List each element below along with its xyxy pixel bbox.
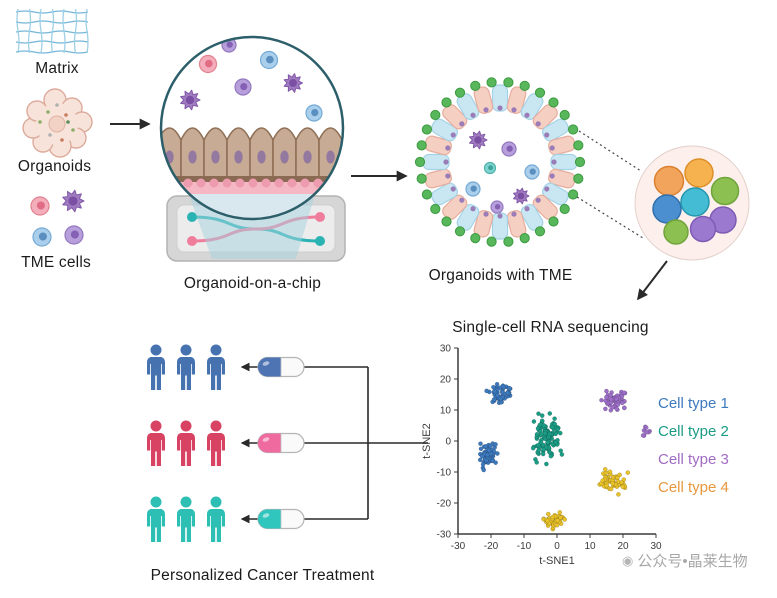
capsule-icon bbox=[257, 508, 305, 530]
organoid-with-tme-illustration bbox=[414, 77, 586, 247]
treatment-flow bbox=[147, 344, 428, 542]
x-tick-label: 30 bbox=[650, 541, 662, 552]
matrix-label: Matrix bbox=[35, 60, 79, 77]
treatment-label: Personalized Cancer Treatment bbox=[150, 567, 375, 584]
person-icon bbox=[177, 496, 195, 542]
y-tick-label: -10 bbox=[437, 468, 452, 479]
organoids-with-tme-label: Organoids with TME bbox=[428, 267, 573, 284]
cell-cluster-magnified-view bbox=[634, 145, 750, 261]
watermark-logo-icon: ◉ bbox=[622, 552, 634, 568]
y-tick-label: -30 bbox=[437, 530, 452, 541]
legend-item: Cell type 3 bbox=[658, 451, 729, 468]
y-axis-title: t-SNE2 bbox=[421, 423, 433, 458]
arrow-cells-to-scrna-icon bbox=[636, 260, 668, 301]
organoids-label: Organoids bbox=[17, 158, 92, 175]
legend-item: Cell type 1 bbox=[658, 395, 729, 412]
y-tick-label: -20 bbox=[437, 499, 452, 510]
tme-cells-label: TME cells bbox=[21, 254, 91, 271]
x-axis-title: t-SNE1 bbox=[539, 555, 574, 567]
y-tick-label: 20 bbox=[440, 375, 452, 386]
person-icon bbox=[177, 344, 195, 390]
person-icon bbox=[177, 420, 195, 466]
x-tick-label: -30 bbox=[451, 541, 466, 552]
person-icon bbox=[207, 496, 225, 542]
y-tick-label: 0 bbox=[445, 437, 451, 448]
organoid-icon bbox=[22, 88, 93, 158]
x-tick-label: -10 bbox=[517, 541, 532, 552]
organoid-chip-magnified-view bbox=[159, 35, 345, 221]
scrna-title: Single-cell RNA sequencing bbox=[452, 319, 649, 336]
x-tick-label: 20 bbox=[617, 541, 629, 552]
capsule-icon bbox=[257, 432, 305, 454]
magnify-dotted-lines bbox=[576, 130, 644, 239]
person-icon bbox=[147, 344, 165, 390]
watermark-text: 公众号•晶莱生物 bbox=[637, 553, 748, 570]
x-tick-label: 10 bbox=[584, 541, 596, 552]
tsne-legend: Cell type 1 Cell type 2 Cell type 3 Cell ty… bbox=[658, 395, 729, 507]
person-icon bbox=[147, 496, 165, 542]
organoid-on-a-chip-label: Organoid-on-a-chip bbox=[183, 275, 322, 292]
scatter-points bbox=[477, 381, 652, 532]
x-tick-label: -20 bbox=[484, 541, 499, 552]
matrix-icon bbox=[15, 8, 89, 54]
y-tick-label: 30 bbox=[440, 344, 452, 355]
legend-item: Cell type 2 bbox=[658, 423, 729, 440]
y-tick-label: 10 bbox=[440, 406, 452, 417]
x-tick-label: 0 bbox=[554, 541, 560, 552]
legend-item: Cell type 4 bbox=[658, 479, 729, 496]
watermark: ◉ 公众号•晶莱生物 bbox=[622, 550, 777, 571]
tsne-plot: -30 -20 -10 0 10 20 30 -30 -20 -10 0 10 20 30 t-SNE1 t-… bbox=[421, 344, 662, 568]
capsule-icon bbox=[257, 356, 305, 378]
person-icon bbox=[147, 420, 165, 466]
tme-cells-icon bbox=[30, 189, 85, 247]
person-icon bbox=[207, 420, 225, 466]
person-icon bbox=[207, 344, 225, 390]
